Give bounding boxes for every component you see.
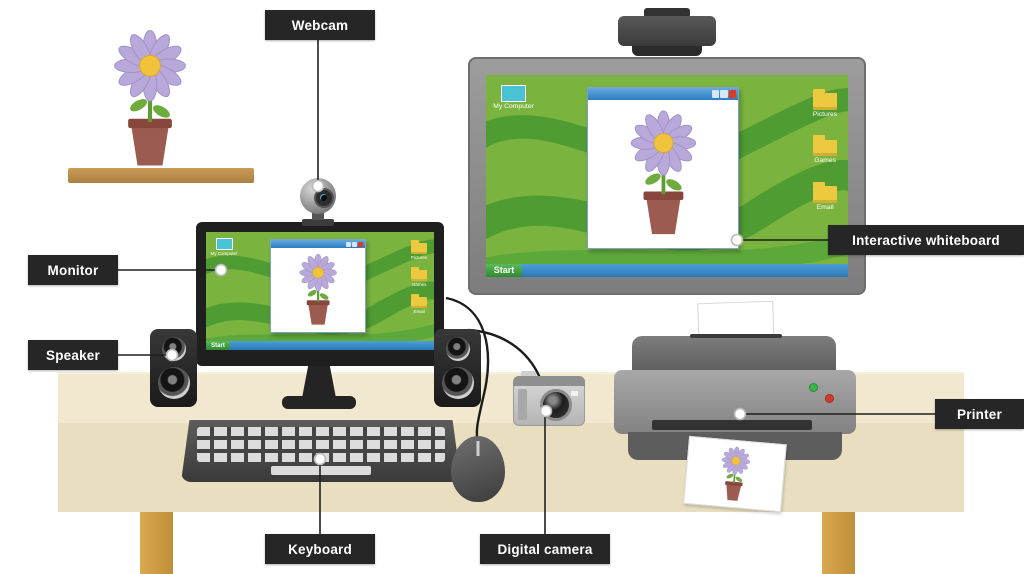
camera-grip	[518, 389, 527, 420]
label-interactive-whiteboard: Interactive whiteboard	[828, 225, 1024, 255]
my-computer-icon	[215, 237, 233, 250]
folder-shortcut: Email	[813, 181, 838, 211]
folder-icon	[813, 181, 838, 203]
printer-lid	[632, 336, 836, 372]
monitor-stand-base	[282, 396, 356, 409]
projector-body	[618, 16, 716, 46]
speaker-woofer	[157, 367, 190, 399]
folder-label: Pictures	[410, 254, 428, 260]
maximize-icon	[720, 90, 728, 98]
webcam-base	[302, 219, 334, 226]
mouse-scroll	[476, 441, 480, 456]
printed-page	[683, 435, 787, 513]
minimize-icon	[345, 241, 351, 247]
folder-shortcut: Pictures	[812, 88, 838, 118]
printer-output-slot	[652, 420, 812, 430]
folder-shortcut: Pictures	[410, 239, 428, 260]
camera-lens	[540, 389, 572, 421]
projector-mount	[632, 46, 702, 56]
start-button: Start	[486, 263, 522, 277]
my-computer-shortcut: My Computer	[210, 237, 238, 256]
folder-shortcut: Games	[813, 135, 838, 165]
start-button: Start	[206, 341, 230, 350]
printer-error-light	[826, 395, 833, 402]
projector-top	[644, 8, 690, 18]
taskbar: Start	[206, 341, 434, 350]
my-computer-icon	[501, 85, 526, 103]
printed-flower-image	[717, 444, 753, 503]
maximize-icon	[351, 241, 357, 247]
spacebar-key	[271, 466, 371, 475]
printer-power-light	[810, 384, 817, 391]
speaker-right	[434, 329, 481, 407]
label-keyboard: Keyboard	[265, 534, 375, 564]
folder-icon	[411, 239, 428, 254]
window-content	[271, 248, 365, 332]
flower-image	[298, 253, 338, 327]
speaker-woofer	[441, 367, 474, 399]
window-content	[588, 100, 738, 248]
picture-window	[587, 87, 740, 249]
digital-camera	[513, 371, 585, 426]
desk-leg-right	[822, 512, 855, 574]
mouse	[451, 436, 505, 502]
camera-top-strip	[513, 376, 585, 386]
folder-icon	[812, 88, 837, 110]
monitor-screen: My Computer Pictures Games	[206, 232, 434, 350]
my-computer-label: My Computer	[210, 250, 238, 256]
flower-image	[629, 109, 698, 237]
my-computer-label: My Computer	[493, 103, 534, 111]
folder-icon	[411, 293, 428, 308]
webcam-pupil	[320, 194, 327, 201]
folder-label: Pictures	[812, 110, 838, 118]
label-digital-camera: Digital camera	[480, 534, 610, 564]
projector	[618, 8, 716, 56]
folder-shortcut: Games	[411, 266, 428, 287]
folder-icon	[411, 266, 428, 281]
monitor: My Computer Pictures Games	[196, 222, 444, 366]
label-printer: Printer	[935, 399, 1024, 429]
webcam-lens	[314, 188, 334, 208]
keyboard	[181, 420, 461, 482]
speaker-tweeter	[161, 337, 186, 361]
window-titlebar	[588, 88, 739, 101]
my-computer-shortcut: My Computer	[493, 85, 534, 110]
label-monitor: Monitor	[28, 255, 118, 285]
folder-icon	[813, 135, 838, 157]
label-webcam: Webcam	[265, 10, 375, 40]
printer-paper-slot	[690, 334, 782, 338]
close-icon	[357, 241, 363, 247]
webcam-neck	[312, 211, 324, 220]
webcam	[296, 178, 340, 226]
taskbar: Start	[486, 263, 848, 277]
speaker-left	[150, 329, 197, 407]
label-speaker: Speaker	[28, 340, 118, 370]
folder-label: Email	[816, 203, 834, 211]
interactive-whiteboard: My Computer Pictures Games	[468, 57, 866, 295]
desk-leg-left	[140, 512, 173, 574]
picture-window	[269, 239, 366, 334]
printer	[612, 300, 858, 513]
webcam-head	[300, 178, 336, 214]
monitor-stand-neck	[302, 366, 336, 398]
flower-pot	[98, 26, 202, 172]
whiteboard-screen: My Computer Pictures Games	[486, 75, 848, 277]
folder-label: Email	[413, 308, 425, 314]
window-titlebar	[270, 240, 365, 249]
close-icon	[728, 90, 737, 98]
speaker-tweeter	[445, 337, 470, 361]
folder-shortcut: Email	[411, 293, 428, 314]
folder-label: Games	[411, 281, 427, 287]
keyboard-keys	[197, 427, 445, 462]
folder-label: Games	[814, 157, 837, 165]
camera-flash	[571, 391, 578, 396]
minimize-icon	[711, 90, 720, 98]
wall-shelf	[68, 168, 254, 183]
